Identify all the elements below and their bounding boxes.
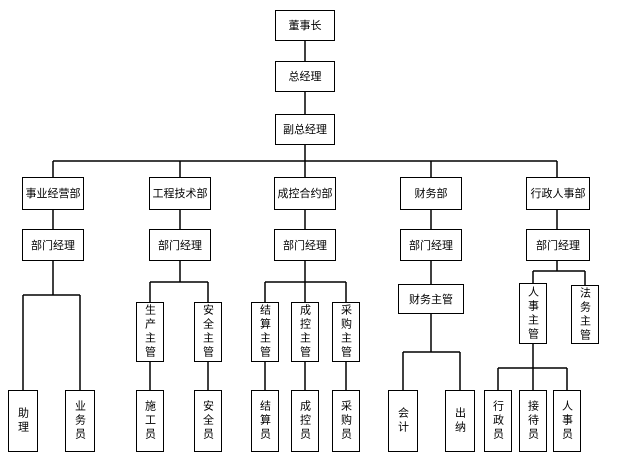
node-supervisor-cost: 成控主管 xyxy=(291,302,319,362)
node-staff-reception: 接待员 xyxy=(519,390,547,452)
node-staff-salesperson: 业务员 xyxy=(65,390,95,452)
node-dept-finance: 财务部 xyxy=(400,177,462,210)
node-supervisor-finance: 财务主管 xyxy=(398,284,464,314)
node-dept-cost-contract: 成控合约部 xyxy=(274,177,336,210)
node-manager-cost-contract: 部门经理 xyxy=(274,229,336,261)
node-staff-accountant: 会计 xyxy=(388,390,418,452)
node-supervisor-settlement: 结算主管 xyxy=(251,302,279,362)
node-manager-admin-hr: 部门经理 xyxy=(526,229,590,261)
node-staff-admin: 行政员 xyxy=(484,390,512,452)
node-staff-hr: 人事员 xyxy=(553,390,581,452)
node-supervisor-production: 生产主管 xyxy=(136,302,164,362)
node-supervisor-procurement: 采购主管 xyxy=(332,302,360,362)
node-supervisor-safety: 安全主管 xyxy=(194,302,222,362)
node-manager-finance: 部门经理 xyxy=(400,229,462,261)
node-staff-assistant: 助理 xyxy=(8,390,38,452)
node-staff-settlement: 结算员 xyxy=(251,390,279,452)
node-staff-construction: 施工员 xyxy=(136,390,164,452)
node-staff-procurement: 采购员 xyxy=(332,390,360,452)
node-deputy-gm: 副总经理 xyxy=(275,114,335,145)
node-dept-engineering: 工程技术部 xyxy=(149,177,211,210)
node-dept-business: 事业经营部 xyxy=(22,177,84,210)
node-manager-business: 部门经理 xyxy=(22,229,84,261)
node-ceo: 董事长 xyxy=(275,10,335,41)
node-staff-safety: 安全员 xyxy=(194,390,222,452)
node-gm: 总经理 xyxy=(275,61,335,92)
node-supervisor-hr: 人事主管 xyxy=(519,283,547,344)
node-staff-cost: 成控员 xyxy=(291,390,319,452)
node-dept-admin-hr: 行政人事部 xyxy=(526,177,590,210)
node-manager-engineering: 部门经理 xyxy=(149,229,211,261)
node-staff-cashier: 出纳 xyxy=(445,390,475,452)
node-supervisor-legal: 法务主管 xyxy=(571,285,599,344)
